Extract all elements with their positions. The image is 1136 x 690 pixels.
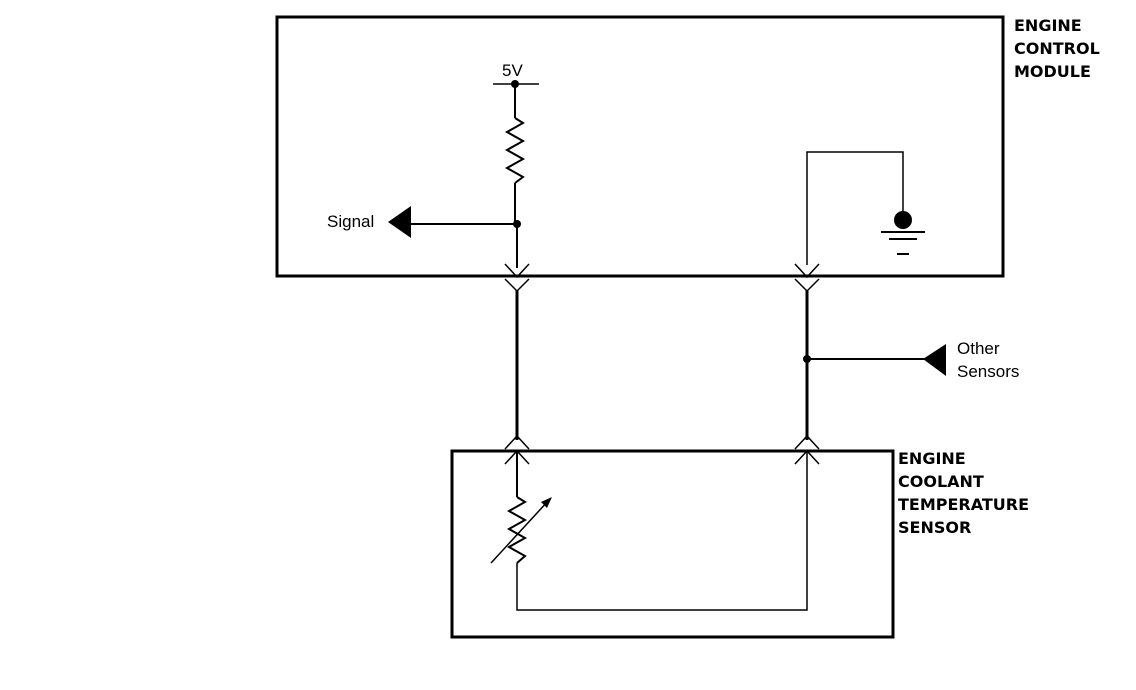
- other-sensors-label-line-1: Other: [957, 339, 1000, 358]
- ecm-title-line-1: ENGINE: [1014, 16, 1082, 35]
- signal-output: Signal: [327, 206, 521, 238]
- ecm-title-line-2: CONTROL: [1014, 39, 1100, 58]
- ecm-box: [275, 15, 1005, 278]
- ground-node: [894, 211, 912, 229]
- supply-5v-label: 5V: [502, 61, 523, 80]
- harness: Other Sensors: [504, 224, 1019, 465]
- other-sensors-branch: Other Sensors: [803, 339, 1019, 381]
- other-sensors-label-line-2: Sensors: [957, 362, 1019, 381]
- ecm-ground: [806, 151, 925, 265]
- thermistor-icon: [490, 451, 552, 564]
- supply-5v: 5V: [493, 61, 539, 88]
- signal-arrow-icon: [388, 206, 411, 238]
- sensor-title-line-4: SENSOR: [898, 518, 971, 537]
- sensor-title-line-2: COOLANT: [898, 472, 984, 491]
- sensor-title-line-3: TEMPERATURE: [898, 495, 1029, 514]
- coolant-temperature-sensor: ENGINE COOLANT TEMPERATURE SENSOR: [450, 449, 1029, 639]
- pull-up-resistor: [504, 84, 526, 224]
- ecm-connector-signal: [504, 263, 530, 293]
- sensor-title-line-1: ENGINE: [898, 449, 966, 468]
- sensor-internal-wire: [516, 451, 808, 611]
- signal-label: Signal: [327, 212, 374, 231]
- ecm-connector-ground: [794, 263, 820, 293]
- ecm-title-line-3: MODULE: [1014, 62, 1091, 81]
- engine-control-module: ENGINE CONTROL MODULE 5V Signal: [275, 15, 1100, 278]
- other-sensors-arrow-icon: [923, 344, 946, 376]
- sensor-box: [450, 449, 895, 639]
